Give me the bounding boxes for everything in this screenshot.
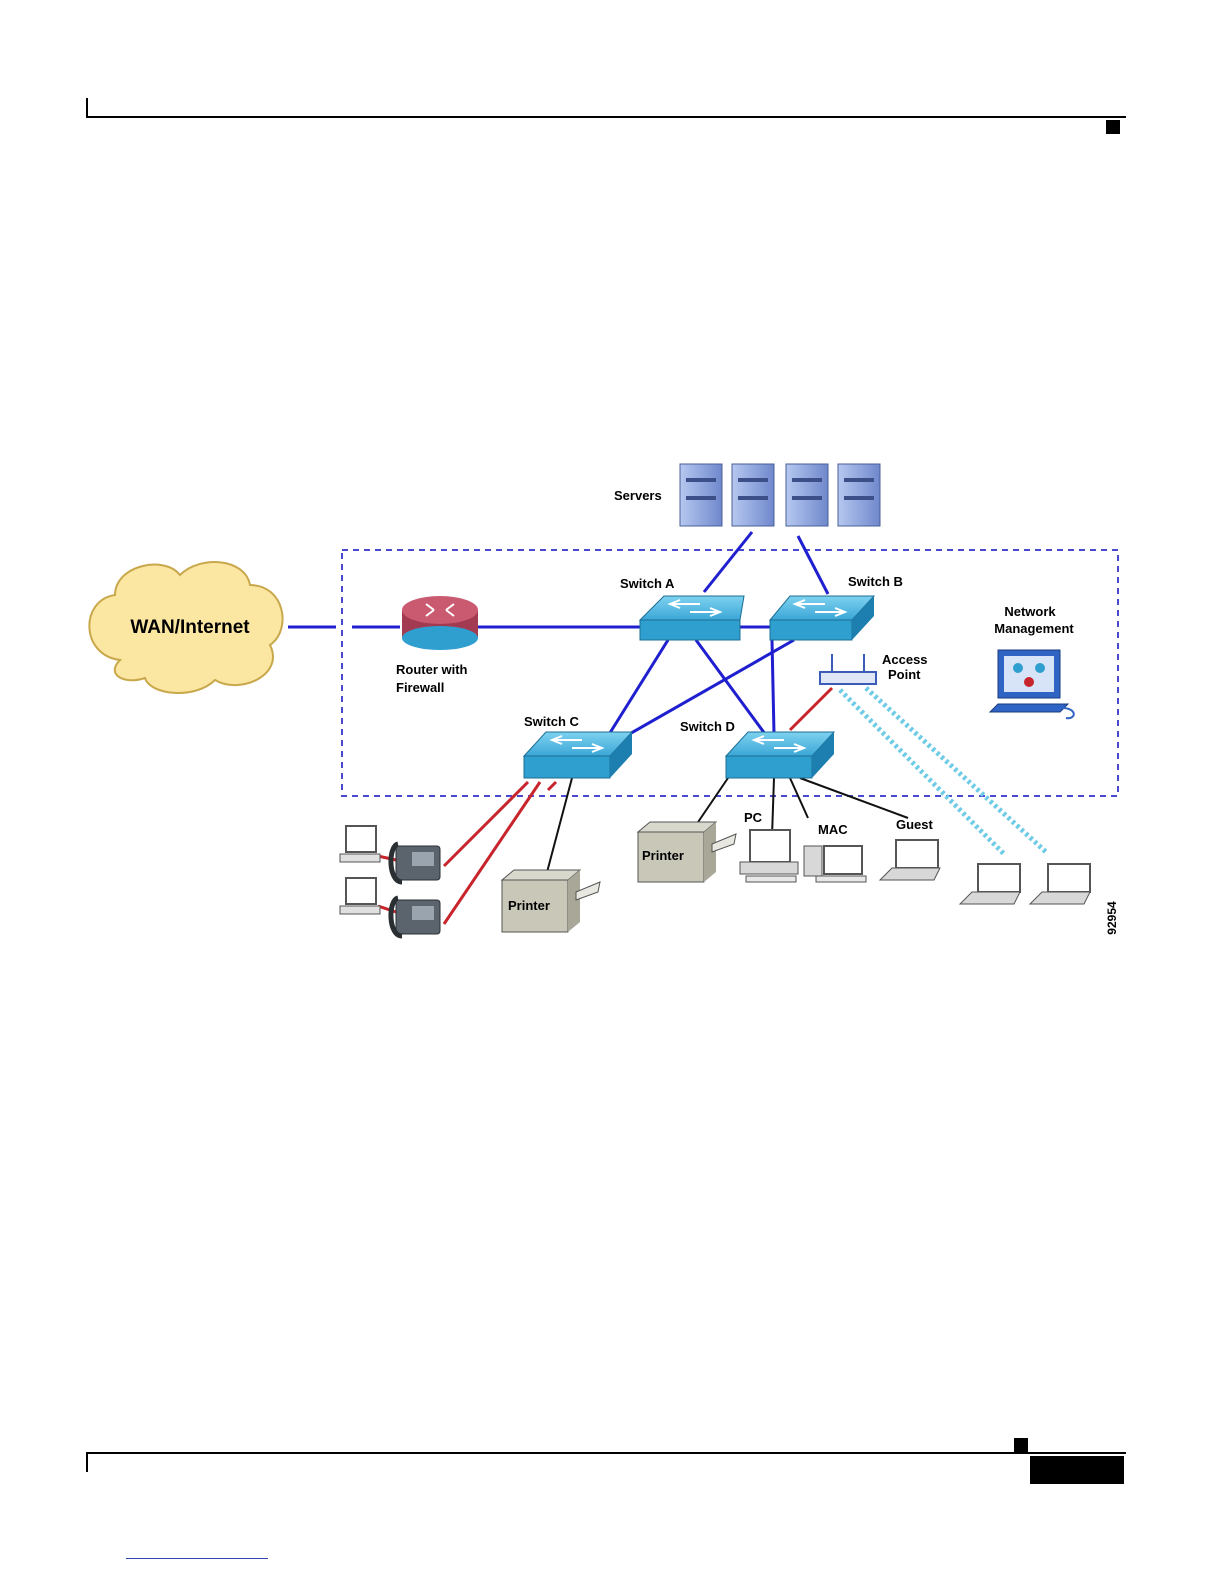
access-point-label-line2: Point [888, 667, 921, 682]
printer-label: Printer [508, 898, 550, 913]
footer-rule [86, 1452, 1126, 1454]
server-icon [732, 464, 774, 526]
wan-label: WAN/Internet [130, 617, 250, 638]
switch-icon [726, 732, 834, 778]
access-point-label-line1: Access [882, 652, 928, 667]
switch-b-label: Switch B [848, 574, 903, 589]
voice-links [378, 688, 832, 924]
network-mgmt-label-line2: Management [994, 621, 1074, 636]
figure-id: 92954 [1105, 901, 1119, 935]
backbone-links [288, 532, 828, 744]
wireless-links [840, 688, 1046, 854]
pc-label: PC [744, 810, 763, 825]
footer-link[interactable] [126, 1558, 268, 1559]
server-icon [786, 464, 828, 526]
footer-marker [1014, 1438, 1028, 1452]
footer-tick [86, 1452, 88, 1472]
access-point-icon [820, 654, 876, 684]
servers-label: Servers [614, 488, 662, 503]
switch-icon [640, 596, 744, 640]
header-rule [86, 116, 1126, 118]
network-diagram: WAN/Internet Router with Firewall Server… [80, 450, 1140, 950]
laptop-icon [880, 840, 940, 880]
management-console-icon [990, 650, 1074, 718]
server-icon [680, 464, 722, 526]
ip-phone-icon [391, 898, 440, 936]
router-label-line1: Router with [396, 662, 468, 677]
network-mgmt-label-line1: Network [1004, 604, 1056, 619]
mac-icon [804, 846, 866, 882]
printer-label: Printer [642, 848, 684, 863]
computer-icon [340, 826, 380, 862]
computer-icon [740, 830, 798, 882]
server-icon [838, 464, 880, 526]
switch-icon [770, 596, 874, 640]
computer-icon [340, 878, 380, 914]
router-icon [402, 596, 478, 650]
laptop-icon [960, 864, 1020, 904]
switch-icon [524, 732, 632, 778]
mac-label: MAC [818, 822, 848, 837]
laptop-icon [1030, 864, 1090, 904]
ip-phone-icon [391, 844, 440, 882]
switch-a-label: Switch A [620, 576, 675, 591]
header-marker [1106, 120, 1120, 134]
header-tick [86, 98, 88, 118]
footer-page-tab [1030, 1456, 1124, 1484]
router-label-line2: Firewall [396, 680, 444, 695]
switch-d-label: Switch D [680, 719, 735, 734]
switch-c-label: Switch C [524, 714, 580, 729]
guest-label: Guest [896, 817, 934, 832]
